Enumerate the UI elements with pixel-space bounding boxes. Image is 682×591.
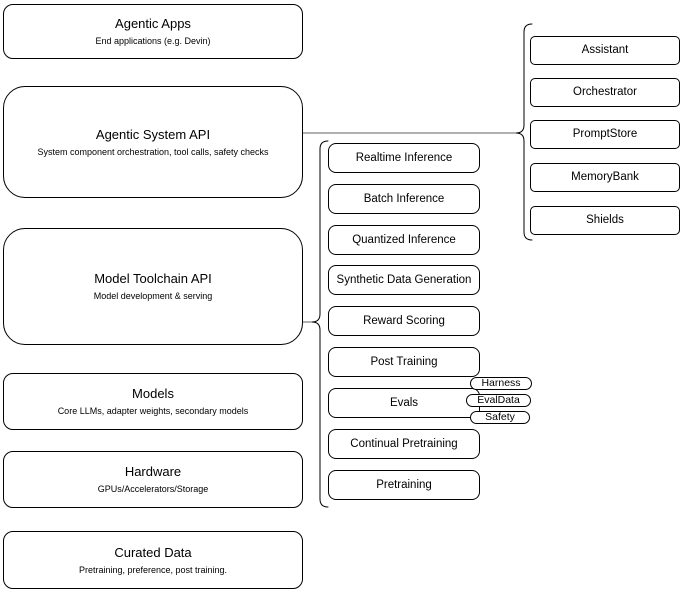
toolchain-components-brace	[311, 140, 329, 508]
node-label: Orchestrator	[573, 86, 637, 98]
node-reward-scoring: Reward Scoring	[328, 306, 480, 336]
node-title: Agentic Apps	[115, 16, 191, 31]
node-quantized-inference: Quantized Inference	[328, 225, 480, 255]
node-label: Continual Pretraining	[350, 437, 458, 450]
node-shields: Shields	[530, 206, 680, 235]
node-label: MemoryBank	[571, 171, 639, 183]
node-label: Synthetic Data Generation	[336, 273, 472, 286]
node-subtitle: System component orchestration, tool cal…	[37, 146, 269, 157]
node-label: Reward Scoring	[363, 314, 445, 327]
pill-harness: Harness	[470, 377, 532, 390]
node-label: Batch Inference	[363, 192, 445, 205]
node-subtitle: Pretraining, preference, post training.	[78, 564, 228, 575]
node-subtitle: Core LLMs, adapter weights, secondary mo…	[57, 406, 249, 416]
pill-label: EvalData	[477, 394, 520, 406]
node-label: Quantized Inference	[352, 233, 456, 246]
node-title: Agentic System API	[95, 126, 211, 142]
node-model-toolchain-api: Model Toolchain API Model development & …	[3, 228, 303, 345]
node-subtitle: GPUs/Accelerators/Storage	[97, 484, 209, 494]
node-agentic-apps: Agentic Apps End applications (e.g. Devi…	[3, 4, 303, 59]
node-memorybank: MemoryBank	[530, 163, 680, 192]
node-title: Model Toolchain API	[94, 271, 212, 286]
node-title: Hardware	[124, 464, 182, 479]
node-label: Evals	[389, 396, 419, 409]
node-title: Models	[132, 386, 174, 401]
node-curated-data: Curated Data Pretraining, preference, po…	[3, 531, 303, 589]
node-orchestrator: Orchestrator	[530, 78, 680, 107]
node-title: Curated Data	[114, 544, 192, 560]
node-hardware: Hardware GPUs/Accelerators/Storage	[3, 451, 303, 508]
node-label: Realtime Inference	[355, 151, 453, 164]
node-agentic-system-api: Agentic System API System component orch…	[3, 86, 303, 198]
node-label: Post Training	[370, 355, 438, 368]
node-label: PromptStore	[572, 128, 638, 140]
node-subtitle: Model development & serving	[93, 291, 213, 301]
node-label: Pretraining	[376, 478, 432, 491]
node-label: Assistant	[581, 44, 629, 56]
pill-evaldata: EvalData	[466, 394, 531, 407]
node-batch-inference: Batch Inference	[328, 184, 480, 214]
node-assistant: Assistant	[530, 36, 680, 65]
node-continual-pretraining: Continual Pretraining	[328, 429, 480, 459]
node-models: Models Core LLMs, adapter weights, secon…	[3, 373, 303, 430]
node-label: Shields	[586, 214, 624, 226]
node-post-training: Post Training	[328, 347, 480, 377]
pill-label: Safety	[485, 411, 515, 423]
pill-label: Harness	[481, 377, 521, 389]
node-subtitle: End applications (e.g. Devin)	[95, 36, 211, 46]
node-synthetic-data-generation: Synthetic Data Generation	[328, 265, 480, 295]
node-pretraining: Pretraining	[328, 470, 480, 500]
node-realtime-inference: Realtime Inference	[328, 143, 480, 173]
pill-safety: Safety	[470, 411, 530, 424]
node-promptstore: PromptStore	[530, 120, 680, 149]
node-evals: Evals	[328, 388, 480, 418]
